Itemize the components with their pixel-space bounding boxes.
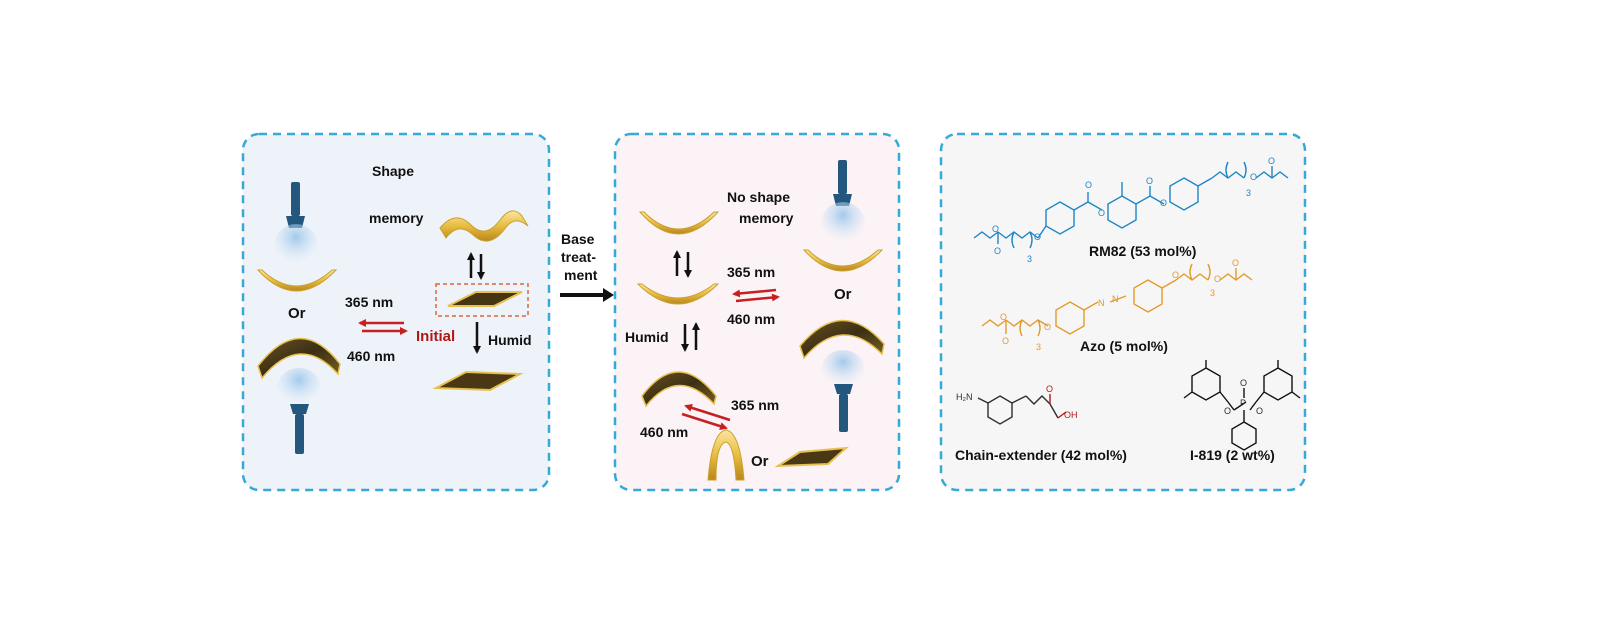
flashlight-mid-top-icon — [821, 160, 865, 246]
azo-label: Azo (5 mol%) — [1080, 338, 1168, 354]
base-treatment-arrow-head — [603, 288, 614, 302]
flat-film-humid — [432, 370, 524, 392]
azo-atom-o5: O — [1214, 274, 1221, 284]
mid-or-label-b: Or — [751, 453, 769, 470]
wavelength-460-label: 460 nm — [347, 348, 395, 364]
shape-memory-label-2: memory — [369, 210, 424, 226]
i819-structure — [1183, 360, 1301, 451]
i819-atom-o1: O — [1240, 378, 1247, 388]
rm82-atom-o6: O — [1146, 176, 1153, 186]
rm82-sub-3b: 3 — [1246, 188, 1251, 198]
chain-extender-label: Chain-extender (42 mol%) — [955, 447, 1127, 463]
azo-sub-3b: 3 — [1210, 288, 1215, 298]
azo-atom-o2: O — [1002, 336, 1009, 346]
base-treatment-label-3: ment — [564, 267, 598, 283]
chain-atom-oh: OH — [1064, 410, 1078, 420]
wavy-film — [439, 210, 529, 242]
flat-film-mid — [774, 446, 849, 468]
panel-middle: No shape memory 365 nm 460 nm Or Humid — [613, 132, 901, 492]
azo-atom-n2: N — [1112, 294, 1119, 304]
or-label: Or — [288, 305, 306, 322]
mid-arrow-365-b — [684, 404, 731, 422]
chain-atom-h2n: H₂N — [956, 392, 973, 402]
azo-structure — [981, 263, 1253, 337]
rm82-atom-labels: O O O 3 O O O O O 3 O — [992, 156, 1275, 264]
flashlight-top-icon — [274, 182, 318, 268]
azo-atom-n1: N — [1098, 298, 1105, 308]
wavelength-365-label: 365 nm — [345, 294, 393, 310]
curved-film-concave-top — [638, 211, 720, 235]
mid-wavelength-460-label: 460 nm — [727, 311, 775, 327]
rm82-atom-o1: O — [992, 224, 999, 234]
i819-label: I-819 (2 wt%) — [1190, 447, 1275, 463]
curved-film-concave-mid — [636, 283, 720, 305]
chain-extender-atom-labels: H₂N O OH — [956, 384, 1078, 420]
initial-label: Initial — [416, 328, 455, 345]
chain-extender-structure — [977, 394, 1067, 425]
curved-film-convex-bottom — [641, 371, 717, 408]
azo-sub-3a: 3 — [1036, 342, 1041, 352]
rm82-atom-o8: O — [1250, 172, 1257, 182]
humid-label: Humid — [488, 332, 532, 348]
no-shape-memory-label-1: No shape — [727, 189, 790, 205]
i819-atom-o3: O — [1256, 406, 1263, 416]
rm82-atom-o4: O — [1085, 180, 1092, 190]
flat-film-initial — [447, 291, 523, 307]
mid-or-label-a: Or — [834, 286, 852, 303]
azo-atom-o6: O — [1232, 258, 1239, 268]
base-treatment-step: Base treat- ment — [560, 231, 614, 302]
rm82-atom-o5: O — [1098, 208, 1105, 218]
shape-memory-label-1: Shape — [372, 163, 414, 179]
curved-film-convex-right — [799, 319, 885, 360]
mid-wavelength-460-label-b: 460 nm — [640, 424, 688, 440]
rm82-atom-o7: O — [1160, 198, 1167, 208]
rm82-atom-o3: O — [1034, 232, 1041, 242]
flashlight-mid-bottom-icon — [821, 350, 865, 432]
base-treatment-label-2: treat- — [561, 249, 596, 265]
mid-arrow-460 — [735, 293, 780, 303]
mid-arrow-460-b — [681, 412, 728, 430]
rm82-atom-o2: O — [994, 246, 1001, 256]
panel-right: O O O 3 O O O O O 3 O RM82 (53 mol%) — [939, 132, 1307, 492]
i819-atom-p: P — [1240, 398, 1246, 408]
panel-left: Or 365 nm 460 nm Initial Shape memory Hu… — [241, 132, 551, 492]
panel-right-frame — [939, 132, 1307, 492]
curved-film-convex — [257, 337, 341, 380]
mid-arrow-365 — [732, 288, 777, 298]
rm82-atom-o9: O — [1268, 156, 1275, 166]
azo-atom-o4: O — [1172, 270, 1179, 280]
curved-film-concave-right — [802, 249, 884, 272]
mid-humid-label: Humid — [625, 329, 669, 345]
rm82-structure — [973, 161, 1289, 249]
no-shape-memory-label-2: memory — [739, 210, 794, 226]
mid-wavelength-365-label: 365 nm — [727, 264, 775, 280]
panel-left-frame — [241, 132, 551, 492]
azo-atom-labels: O O O 3 N N O O 3 O — [1000, 258, 1239, 352]
curved-film-concave — [256, 269, 338, 292]
azo-atom-o1: O — [1000, 312, 1007, 322]
folded-film — [707, 429, 745, 481]
i819-atom-labels: O P O O — [1224, 378, 1263, 416]
flashlight-bottom-icon — [277, 368, 321, 454]
mid-wavelength-365-label-b: 365 nm — [731, 397, 779, 413]
base-treatment-label-1: Base — [561, 231, 595, 247]
i819-atom-o2: O — [1224, 406, 1231, 416]
initial-highlight-box — [435, 283, 529, 317]
rm82-sub-3a: 3 — [1027, 254, 1032, 264]
rm82-label: RM82 (53 mol%) — [1089, 243, 1196, 259]
azo-atom-o3: O — [1044, 322, 1051, 332]
chain-atom-o: O — [1046, 384, 1053, 394]
